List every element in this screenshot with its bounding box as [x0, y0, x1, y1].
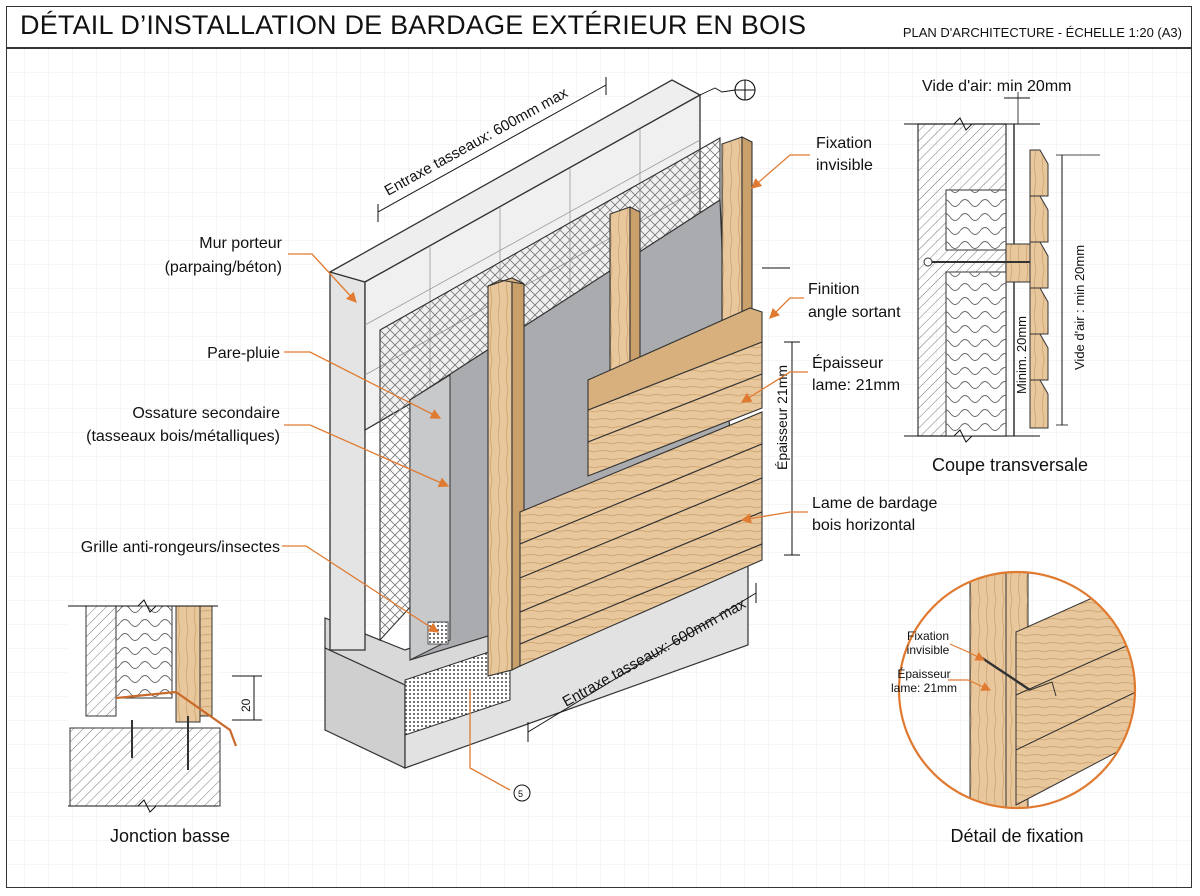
thickness-vertical-label: Épaisseur 21mm: [774, 365, 790, 470]
label-rain-barrier: Pare-pluie: [207, 345, 280, 362]
fastening-detail-label-2: invisible: [907, 643, 950, 657]
anti-rodent-grille: [404, 644, 511, 736]
label-corner-finish-2: angle sortant: [808, 304, 901, 321]
label-secondary-frame: Ossature secondaire: [132, 405, 280, 422]
cross-section-min-label: Minim. 20mm: [1014, 316, 1029, 394]
detail-marker-icon: [513, 784, 531, 802]
cross-section-air-gap: Vide d'air: min 20mm: [922, 78, 1071, 95]
fastening-detail-thickness-2: lame: 21mm: [891, 681, 957, 695]
fastening-detail-ring: [897, 570, 1137, 810]
cross-section-view: [904, 92, 1100, 443]
fastening-detail-label-1: Fixation: [907, 629, 949, 643]
bottom-junction-dimension: 20: [239, 698, 253, 712]
title-divider: [6, 47, 1192, 49]
callout-leaders: [282, 154, 810, 791]
label-cladding-board: Lame de bardage: [812, 495, 938, 512]
label-secondary-frame-material: (tasseaux bois/métalliques): [86, 428, 280, 445]
label-hidden-fastening: Fixation: [816, 135, 872, 152]
label-board-thickness: Épaisseur: [812, 353, 884, 372]
label-corner-finish: Finition: [808, 281, 860, 298]
bottom-junction-title: Jonction basse: [110, 826, 230, 846]
label-anti-rodent-grille: Grille anti-rongeurs/insectes: [81, 539, 280, 556]
cladding-boards: [519, 307, 763, 667]
label-load-bearing-wall-material: (parpaing/béton): [165, 259, 282, 276]
main-assembly: Entraxe tasseaux: 600mm max Entraxe tass…: [324, 77, 800, 802]
sheet-border: [6, 6, 1192, 888]
label-hidden-fastening-2: invisible: [816, 157, 873, 174]
label-board-thickness-2: lame: 21mm: [812, 377, 900, 394]
cross-section-air-gap-vertical: Vide d'air : min 20mm: [1072, 245, 1087, 370]
svg-text:5: 5: [518, 789, 523, 799]
drawing-title: DÉTAIL D’INSTALLATION DE BARDAGE EXTÉRIE…: [20, 10, 807, 40]
cross-section-title: Coupe transversale: [932, 455, 1088, 475]
load-bearing-wall: [329, 261, 366, 651]
fastening-detail-thickness-1: Épaisseur: [897, 666, 950, 681]
bottom-junction-view: [68, 599, 262, 813]
label-cladding-board-2: bois horizontal: [812, 517, 915, 534]
label-load-bearing-wall: Mur porteur: [199, 235, 282, 252]
drawing-scale: PLAN D'ARCHITECTURE - ÉCHELLE 1:20 (A3): [902, 25, 1182, 40]
fastening-detail-title: Détail de fixation: [950, 826, 1083, 846]
fastening-detail-view: [897, 570, 1137, 810]
